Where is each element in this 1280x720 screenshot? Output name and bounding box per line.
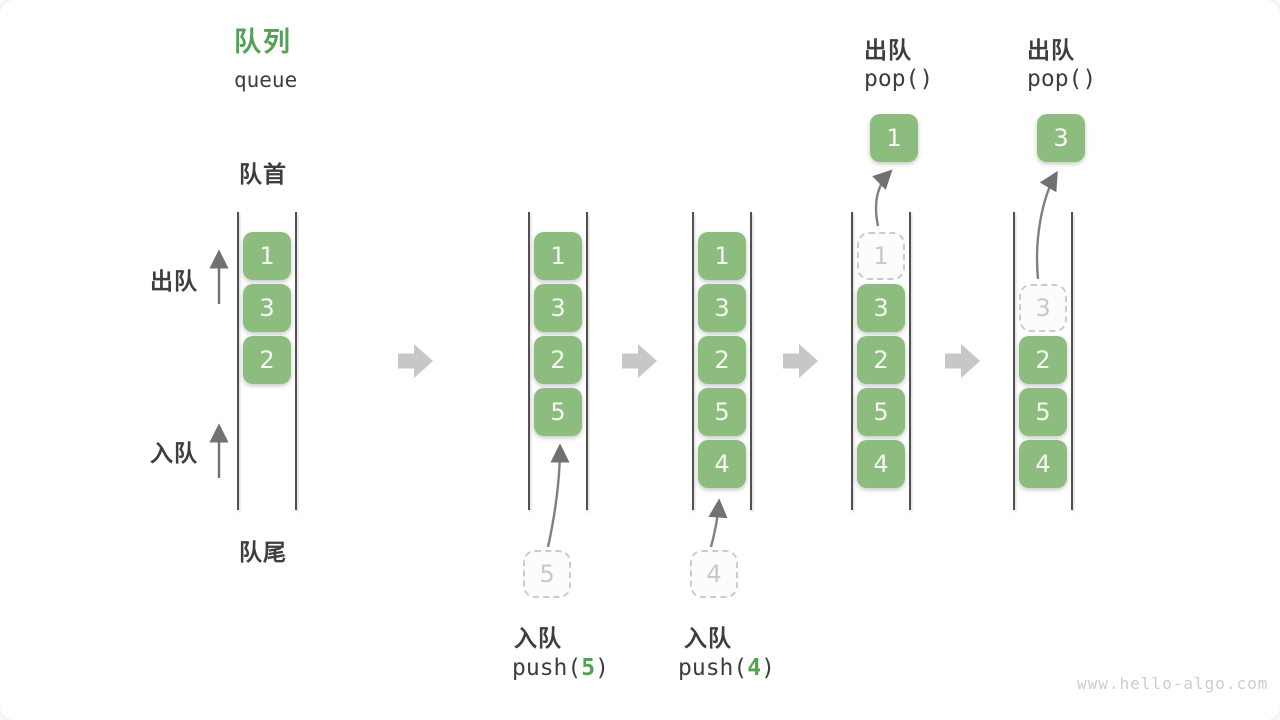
code-arg: 5 bbox=[581, 655, 596, 681]
queue-item: 1 bbox=[534, 232, 582, 280]
channel-rail bbox=[586, 212, 588, 510]
code-text: ) bbox=[761, 655, 775, 681]
queue-item: 2 bbox=[857, 336, 905, 384]
channel-rail bbox=[528, 212, 530, 510]
channel-rail bbox=[692, 212, 694, 510]
queue-item: 1 bbox=[243, 232, 291, 280]
state-transition-arrow-icon bbox=[622, 344, 657, 378]
channel-rail bbox=[237, 212, 239, 510]
queue-item: 5 bbox=[857, 388, 905, 436]
channel-rail bbox=[295, 212, 297, 510]
queue-item: 2 bbox=[1019, 336, 1067, 384]
queue-item: 2 bbox=[698, 336, 746, 384]
enqueue-op-label: 入队 bbox=[514, 625, 562, 651]
enqueue-side-label: 入队 bbox=[150, 440, 198, 466]
push-4-code: push(4) bbox=[678, 655, 775, 681]
staged-item: 4 bbox=[690, 550, 738, 598]
state-transition-arrow-icon bbox=[783, 344, 818, 378]
state-transition-arrow-icon bbox=[945, 344, 980, 378]
ghost-item: 1 bbox=[857, 232, 905, 280]
figure-title-en: queue bbox=[234, 68, 298, 92]
queue-state-initial: 1 3 2 bbox=[237, 212, 297, 510]
watermark: www.hello-algo.com bbox=[1077, 674, 1269, 693]
popped-item: 3 bbox=[1037, 114, 1085, 162]
pop-code: pop() bbox=[1027, 66, 1097, 92]
code-arg: 4 bbox=[747, 655, 762, 681]
queue-state-after-pop-1: 1 3 2 5 4 bbox=[851, 212, 911, 510]
queue-item: 3 bbox=[698, 284, 746, 332]
channel-rail bbox=[750, 212, 752, 510]
popped-item: 1 bbox=[870, 114, 918, 162]
queue-rear-label: 队尾 bbox=[239, 539, 287, 565]
channel-rail bbox=[1071, 212, 1073, 510]
queue-item: 2 bbox=[534, 336, 582, 384]
channel-rail bbox=[851, 212, 853, 510]
queue-state-after-push-4: 1 3 2 5 4 bbox=[692, 212, 752, 510]
queue-item: 4 bbox=[857, 440, 905, 488]
dequeue-side-label: 出队 bbox=[150, 268, 198, 294]
code-text: push( bbox=[678, 655, 748, 681]
queue-state-after-push-5: 1 3 2 5 bbox=[528, 212, 588, 510]
queue-item: 3 bbox=[243, 284, 291, 332]
push-5-code: push(5) bbox=[512, 655, 609, 681]
queue-front-label: 队首 bbox=[239, 161, 287, 187]
queue-item: 4 bbox=[1019, 440, 1067, 488]
code-text: push( bbox=[512, 655, 582, 681]
staged-item: 5 bbox=[523, 550, 571, 598]
channel-rail bbox=[1013, 212, 1015, 510]
queue-item: 3 bbox=[534, 284, 582, 332]
state-transition-arrow-icon bbox=[398, 344, 433, 378]
queue-state-after-pop-3: 3 2 5 4 bbox=[1013, 212, 1073, 510]
dequeue-op-label: 出队 bbox=[1027, 37, 1075, 63]
queue-item: 4 bbox=[698, 440, 746, 488]
queue-item: 2 bbox=[243, 336, 291, 384]
queue-item: 1 bbox=[698, 232, 746, 280]
figure-title-zh: 队列 bbox=[234, 27, 292, 57]
channel-rail bbox=[909, 212, 911, 510]
queue-item: 5 bbox=[698, 388, 746, 436]
queue-item: 3 bbox=[857, 284, 905, 332]
code-text: ) bbox=[595, 655, 609, 681]
queue-item: 5 bbox=[1019, 388, 1067, 436]
queue-item: 5 bbox=[534, 388, 582, 436]
pop-code: pop() bbox=[864, 66, 934, 92]
enqueue-op-label: 入队 bbox=[684, 625, 732, 651]
ghost-item: 3 bbox=[1019, 284, 1067, 332]
dequeue-op-label: 出队 bbox=[864, 37, 912, 63]
